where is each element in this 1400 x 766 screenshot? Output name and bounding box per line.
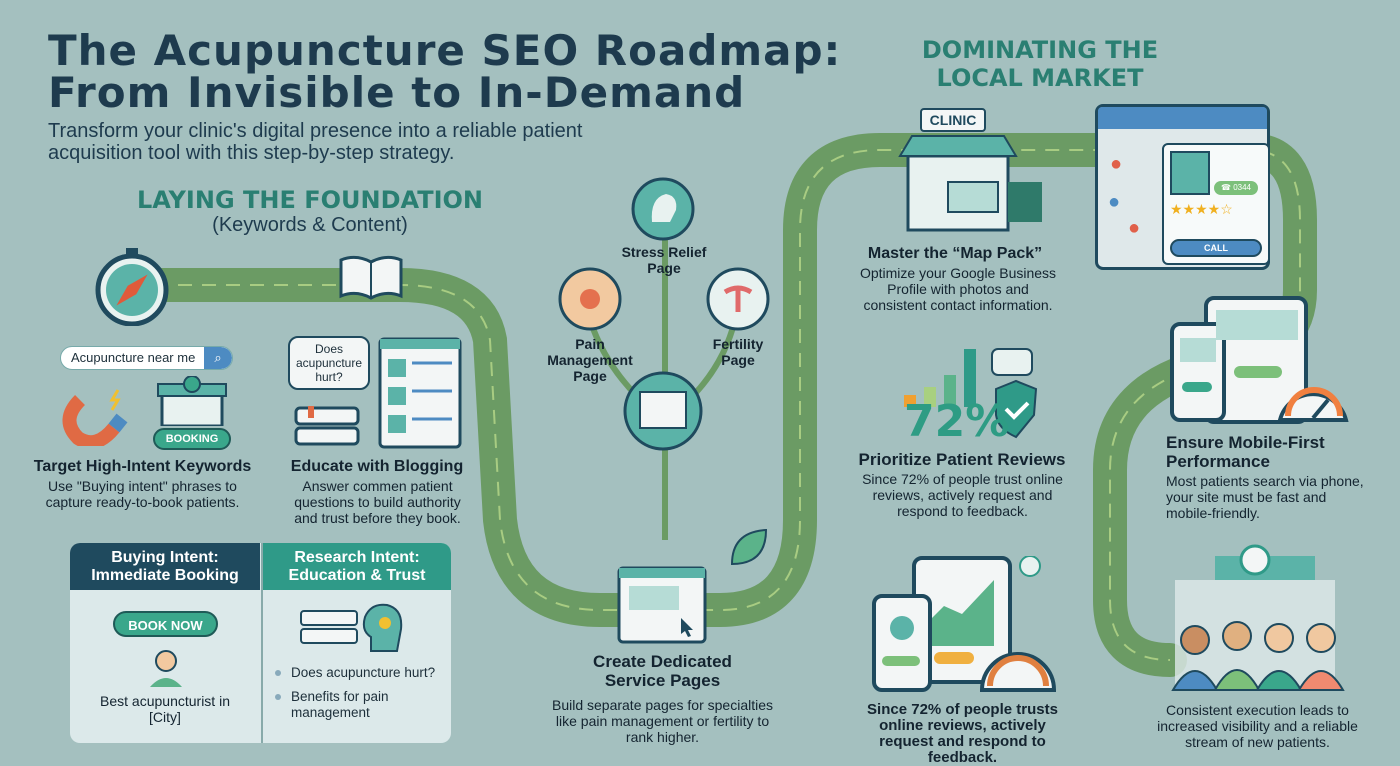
research-intent-column: Research Intent: Education & Trust Does … bbox=[261, 543, 451, 743]
reviews-title: Prioritize Patient Reviews bbox=[858, 450, 1066, 469]
open-book-icon bbox=[339, 255, 403, 300]
magnet-icon bbox=[62, 389, 128, 446]
buying-intent-header: Buying Intent: Immediate Booking bbox=[70, 543, 260, 590]
webpage-circle-icon bbox=[623, 371, 703, 451]
stress-relief-label: Stress Relief Page bbox=[621, 244, 707, 276]
service-page-icon bbox=[617, 566, 707, 644]
search-input[interactable]: Acupuncture near me⌕ bbox=[60, 346, 233, 370]
map-pin-icon: ● bbox=[1110, 153, 1123, 175]
phone-button[interactable]: ☎ 0344 bbox=[1214, 181, 1258, 195]
compass-icon bbox=[95, 248, 169, 326]
page-subtitle: Transform your clinic's digital presence… bbox=[48, 120, 583, 164]
website-growth-devices-icon bbox=[872, 556, 1057, 692]
books-and-lightbulb-head-icon bbox=[300, 603, 403, 652]
question-bubble: Does acupuncture hurt? bbox=[288, 336, 370, 390]
service-pages-title: Create Dedicated Service Pages bbox=[593, 652, 732, 690]
fertility-label: Fertility Page bbox=[712, 336, 764, 368]
head-leaf-icon bbox=[631, 177, 695, 241]
growth-chart-shield-icon bbox=[904, 348, 1038, 439]
research-item: Does acupuncture hurt? bbox=[263, 665, 449, 681]
mobile-devices-speedometer-icon bbox=[1170, 296, 1349, 424]
clinic-storefront-icon bbox=[157, 376, 227, 426]
mobile-desc: Most patients search via phone, your sit… bbox=[1166, 473, 1364, 521]
booking-badge: BOOKING bbox=[153, 428, 231, 450]
doctor-avatar bbox=[1170, 151, 1210, 195]
map-browser-window: ● ● ● ☎ 0344 ★★★★☆ CALL bbox=[1095, 104, 1270, 270]
blog-page-icon bbox=[378, 337, 462, 449]
mobile-title: Ensure Mobile-First Performance bbox=[1166, 433, 1325, 471]
keywords-title: Target High-Intent Keywords bbox=[33, 458, 252, 475]
page-title: The Acupuncture SEO Roadmap:From Invisib… bbox=[48, 26, 842, 117]
blogging-title: Educate with Blogging bbox=[290, 458, 464, 475]
back-pain-icon bbox=[558, 267, 622, 331]
map-pin-icon: ● bbox=[1128, 217, 1141, 239]
happy-person-icon bbox=[150, 650, 182, 687]
buying-example: Best acupuncturist in [City] bbox=[100, 693, 230, 725]
map-pack-desc: Optimize your Google Business Profile wi… bbox=[859, 265, 1057, 313]
leaf-icon bbox=[730, 528, 768, 566]
clinic-building-icon bbox=[898, 135, 1042, 232]
reviews-stat: 72% bbox=[904, 396, 1010, 447]
fertility-icon bbox=[706, 267, 770, 331]
reviews-repeat-desc: Since 72% of people trusts online review… bbox=[867, 701, 1058, 766]
reviews-desc: Since 72% of people trust online reviews… bbox=[862, 471, 1063, 519]
intent-comparison-table: Buying Intent: Immediate Booking BOOK NO… bbox=[70, 543, 451, 743]
happy-patients-clinic-illustration bbox=[1171, 544, 1345, 691]
research-intent-header: Research Intent: Education & Trust bbox=[263, 543, 451, 590]
business-profile-card: ☎ 0344 ★★★★☆ CALL bbox=[1162, 143, 1270, 265]
call-button[interactable]: CALL bbox=[1170, 239, 1262, 257]
outcome-desc: Consistent execution leads to increased … bbox=[1157, 702, 1358, 750]
search-icon[interactable]: ⌕ bbox=[204, 347, 232, 369]
blogging-desc: Answer commen patient questions to build… bbox=[294, 478, 461, 526]
service-pages-desc: Build separate pages for specialties lik… bbox=[551, 697, 774, 745]
books-stack-icon bbox=[294, 406, 360, 446]
buying-intent-column: Buying Intent: Immediate Booking BOOK NO… bbox=[70, 543, 260, 743]
keywords-desc: Use "Buying intent" phrases to capture r… bbox=[45, 478, 240, 510]
clinic-sign: CLINIC bbox=[920, 108, 986, 132]
star-rating: ★★★★☆ bbox=[1170, 201, 1233, 217]
pain-management-label: Pain Management Page bbox=[547, 336, 633, 384]
book-now-button[interactable]: BOOK NOW bbox=[113, 611, 218, 637]
map-pin-icon: ● bbox=[1108, 191, 1121, 213]
research-item: Benefits for pain management bbox=[263, 689, 449, 721]
map-pack-title: Master the “Map Pack” bbox=[867, 245, 1043, 262]
section-foundation-heading: LAYING THE FOUNDATION (Keywords & Conten… bbox=[136, 186, 484, 236]
